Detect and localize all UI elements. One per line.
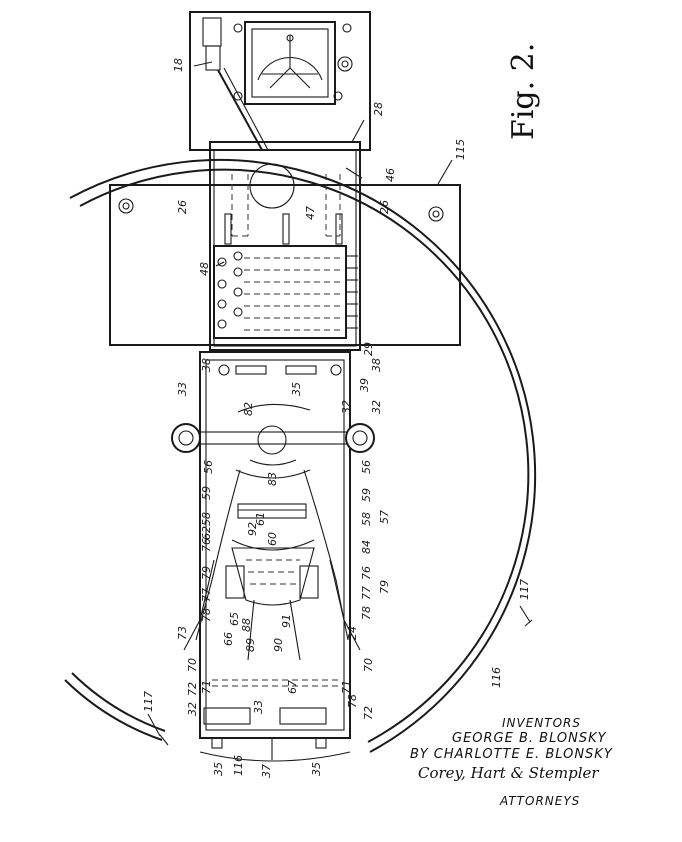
ref-numeral: 29 [362,342,375,356]
top-plate [190,12,370,150]
ref-numeral: 46 [384,168,397,182]
ref-numeral: 57 [378,510,391,524]
ref-numeral: 60 [266,532,279,546]
ref-numeral: 91 [280,614,293,628]
ref-numeral: 88 [240,618,253,632]
ref-numeral: 32 [186,702,199,716]
inventor-name: GEORGE B. BLONSKY [452,731,607,746]
ref-numeral: 83 [266,472,279,486]
circular-track [65,160,535,752]
ref-numeral: 26 [176,200,189,214]
ref-numeral: 79 [378,580,391,594]
leader-lines [148,62,530,736]
ref-numeral: 58 [360,512,373,526]
ref-numeral: 32 [340,400,353,414]
ref-numeral: 47 [304,206,317,220]
ref-numeral: 56 [202,460,215,474]
ref-numeral: 70 [186,658,199,672]
ref-numeral: 35 [310,762,323,776]
ref-numeral: 37 [260,764,273,778]
ref-numeral: 70 [362,658,375,672]
ref-numeral: 38 [200,358,213,372]
ref-numeral: 77 [200,588,213,602]
tray-grid [214,246,358,338]
ref-numeral: 26 [378,200,391,214]
attorney-signature: Corey, Hart & Stempler [418,764,599,782]
ref-numeral: 76 [360,566,373,580]
ref-numeral: 35 [212,762,225,776]
ref-numeral: 90 [272,638,285,652]
ref-numeral: 79 [200,566,213,580]
ref-numeral: 73 [176,626,189,640]
ref-numeral: 35 [290,382,303,396]
ref-numeral: 58 [200,512,213,526]
attorneys-label: ATTORNEYS [500,794,580,808]
ref-numeral: 66 [222,632,235,646]
ref-numeral: 56 [360,460,373,474]
figure-label: Fig. 2. [506,43,541,140]
ref-numeral: 33 [252,700,265,714]
ref-numeral: 71 [340,680,353,694]
ref-numeral: 115 [454,139,467,160]
ref-numeral: 48 [198,262,211,276]
ref-numeral: 89 [244,638,257,652]
ref-numeral: 77 [360,586,373,600]
ref-numeral: 38 [370,358,383,372]
ref-numeral: 39 [358,378,371,392]
ref-numeral: 84 [360,540,373,554]
ref-numeral: 78 [200,608,213,622]
ref-numeral: 82 [242,402,255,416]
ref-numeral: 117 [142,691,155,712]
ref-numeral: 116 [490,667,503,688]
ref-numeral: 72 [186,682,199,696]
ref-numeral: 117 [518,579,531,600]
ref-numeral: 32 [370,400,383,414]
ref-numeral: 67 [286,680,299,694]
ref-numeral: 65 [228,612,241,626]
ref-numeral: 59 [360,488,373,502]
ref-numeral: 72 [362,706,375,720]
inventors-heading: INVENTORS [502,716,581,730]
ref-numeral: 92 [246,522,259,536]
inventor-name: BY CHARLOTTE E. BLONSKY [410,747,613,762]
ref-numeral: 71 [200,680,213,694]
ref-numeral: 78 [346,694,359,708]
ref-numeral: 62 [200,526,213,540]
ref-numeral: 18 [172,58,185,72]
ref-numeral: 24 [346,626,359,640]
ref-numeral: 78 [360,606,373,620]
ref-numeral: 59 [200,486,213,500]
ref-numeral: 116 [232,755,245,776]
ref-numeral: 33 [176,382,189,396]
ref-numeral: 28 [372,102,385,116]
lower-table [200,352,350,761]
